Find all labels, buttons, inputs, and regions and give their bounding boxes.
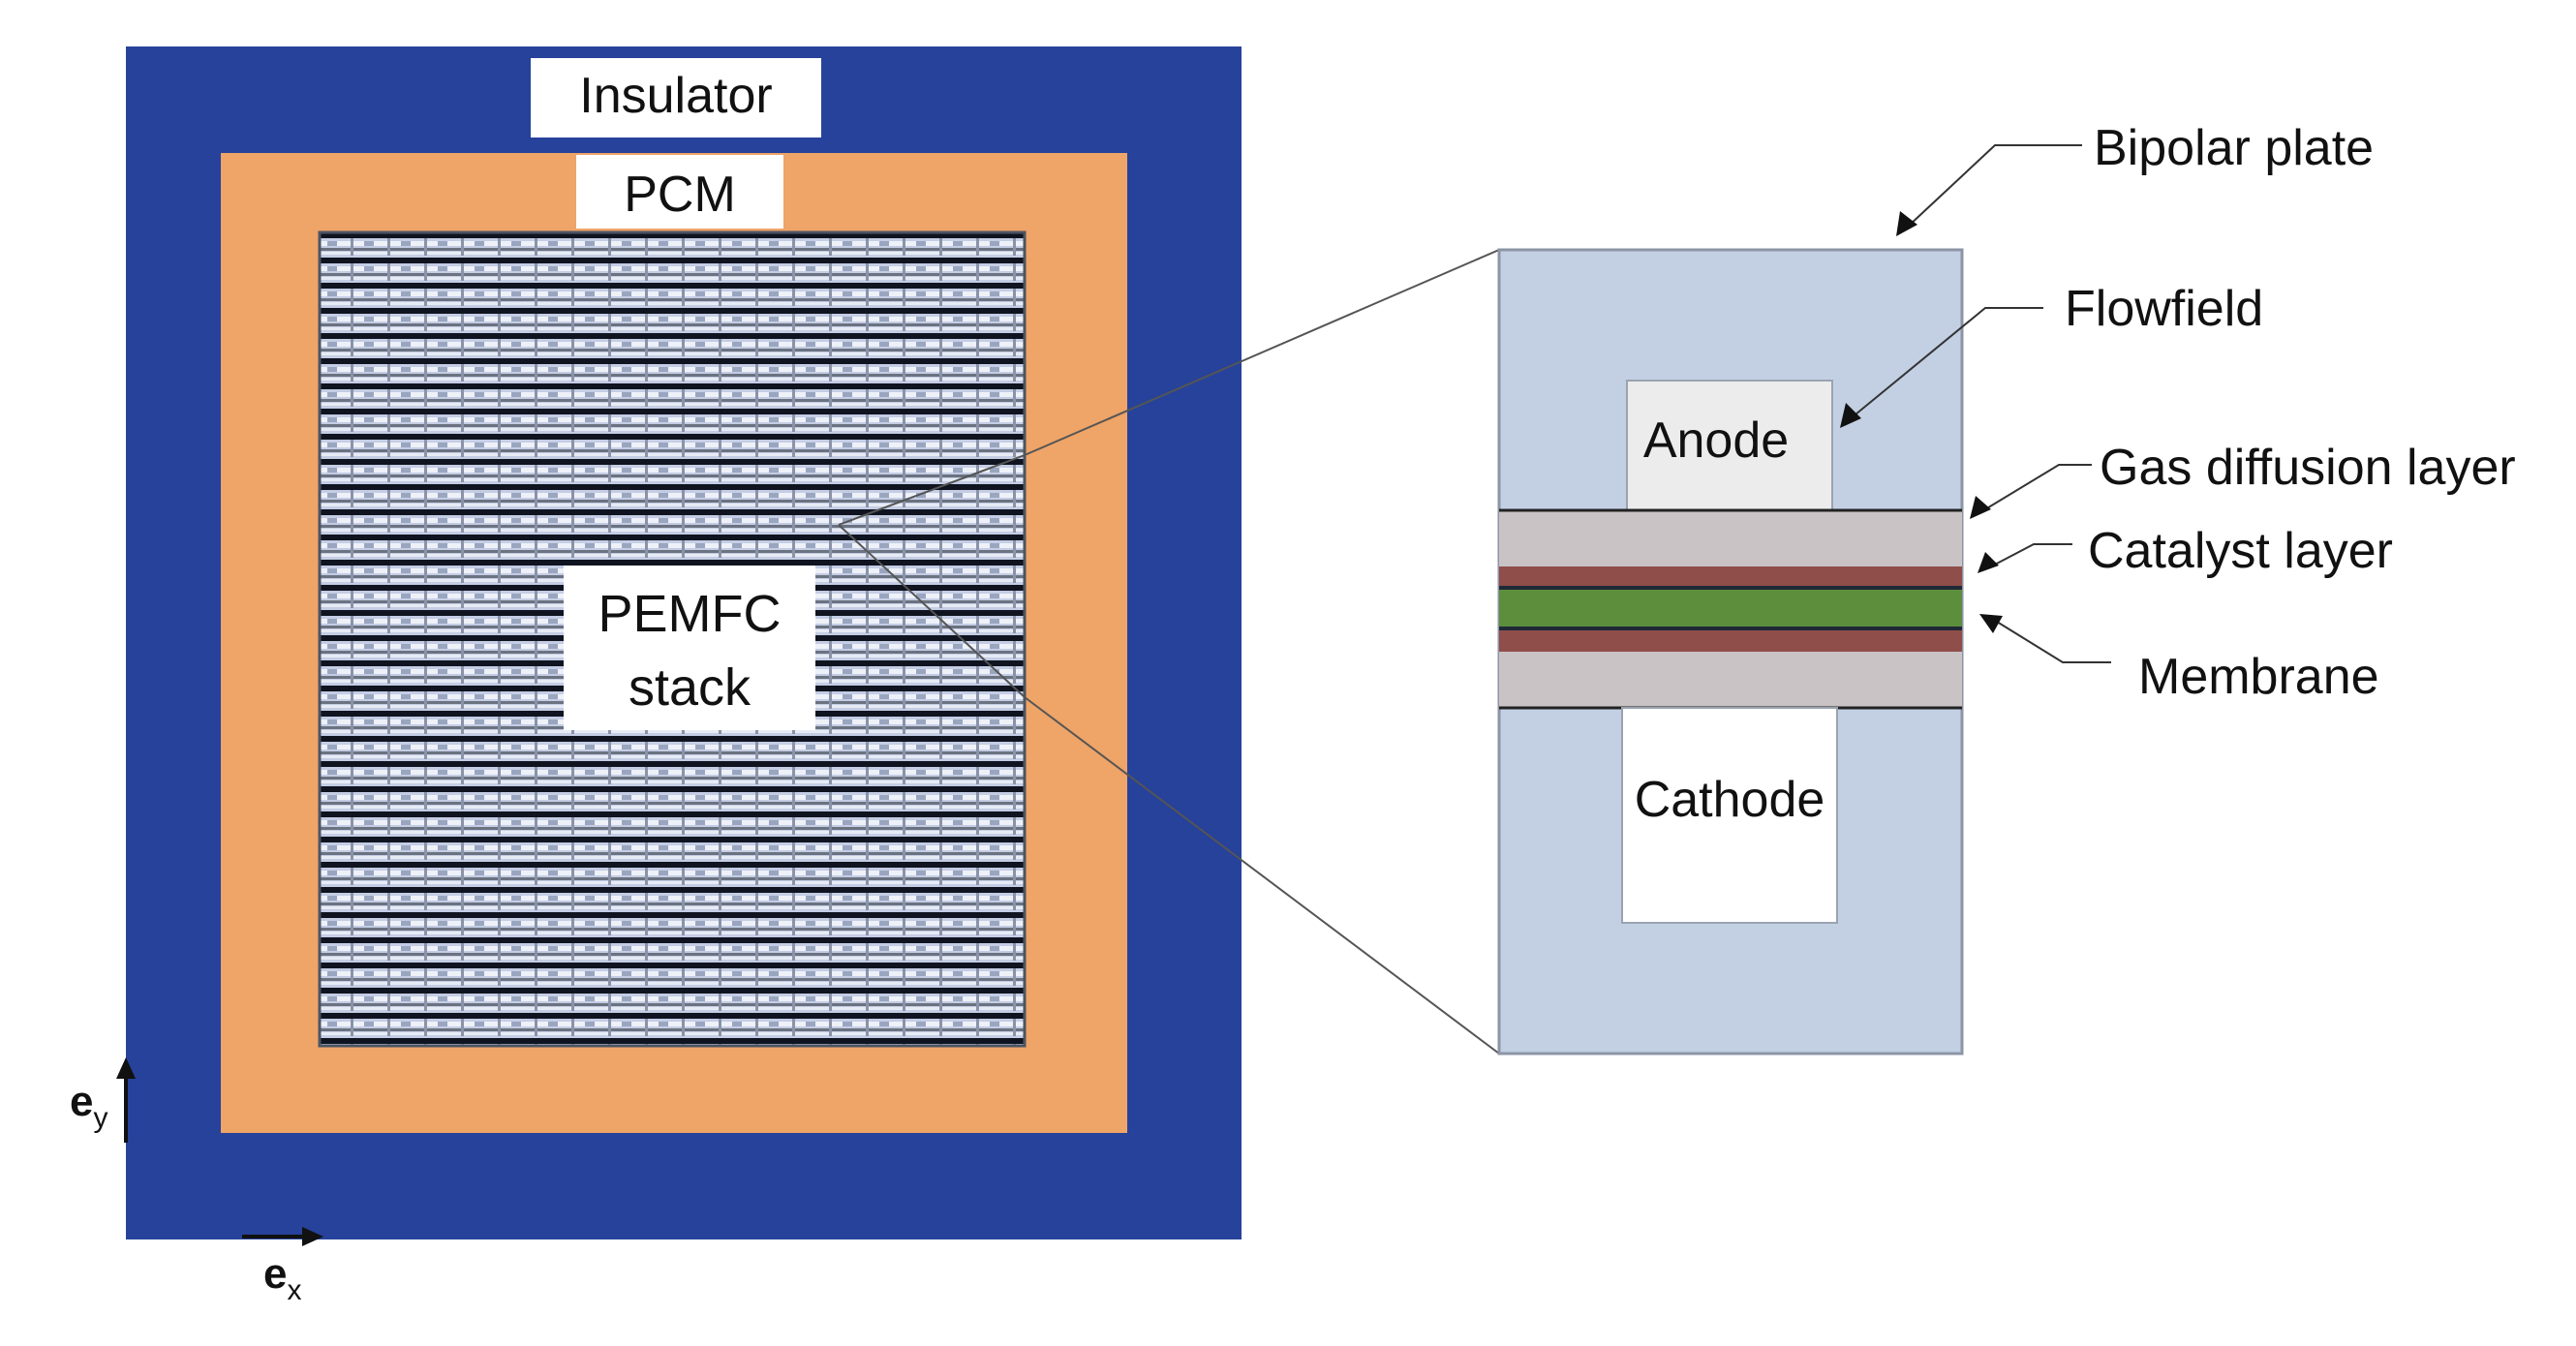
callout-catalyst-layer: Catalyst layer [2088, 523, 2393, 579]
zoom-guide-top [838, 454, 1026, 526]
callout-arrow-catalyst-icon [1978, 552, 1999, 573]
zoom-line-top [1024, 249, 1500, 456]
zoom-guide-bottom [838, 524, 1026, 698]
stack-label-line1: PEMFC [598, 585, 782, 643]
callout-arrow-bipolar-plate-icon [1896, 211, 1917, 236]
callout-line-gdl [1984, 464, 2092, 510]
callout-arrow-membrane-icon [1979, 614, 2003, 633]
callout-arrow-gdl-icon [1970, 496, 1991, 519]
pcm-label: PCM [624, 167, 736, 223]
pcm-label-box [576, 155, 783, 229]
stack-label-line2: stack [629, 658, 751, 717]
axis-x-arrow-icon [302, 1227, 323, 1246]
axis-y-label: ey [70, 1078, 107, 1134]
insulator-label: Insulator [579, 68, 772, 124]
stack-label-box [564, 566, 815, 730]
callout-line-flowfield [1855, 307, 2043, 415]
catalyst-layer-top [1499, 566, 1962, 588]
cathode-channel [1621, 707, 1838, 924]
anode-label: Anode [1643, 413, 1789, 469]
callout-gas-diffusion-layer: Gas diffusion layer [2100, 440, 2516, 496]
axis-x-subscript: x [287, 1274, 301, 1306]
catalyst-layer-bottom [1499, 630, 1962, 652]
callout-bipolar-plate: Bipolar plate [2094, 120, 2374, 176]
zoom-line-bottom [1024, 696, 1500, 1055]
gas-diffusion-layer-top [1499, 510, 1962, 566]
membrane-layer [1499, 590, 1962, 627]
callout-line-bipolar-plate [1907, 144, 2082, 228]
callout-arrow-flowfield-icon [1840, 403, 1861, 428]
axis-x-label: ex [263, 1250, 301, 1306]
axis-y-subscript: y [93, 1102, 107, 1134]
axis-y-arrow-icon [116, 1057, 136, 1079]
callout-membrane: Membrane [2138, 649, 2379, 705]
callout-line-catalyst [1992, 543, 2072, 566]
cathode-label: Cathode [1635, 772, 1825, 828]
anode-channel [1626, 380, 1833, 517]
callout-line-membrane [1996, 621, 2111, 663]
gas-diffusion-layer-bottom [1499, 652, 1962, 708]
insulator-label-box [531, 58, 821, 138]
callout-flowfield: Flowfield [2065, 281, 2263, 337]
